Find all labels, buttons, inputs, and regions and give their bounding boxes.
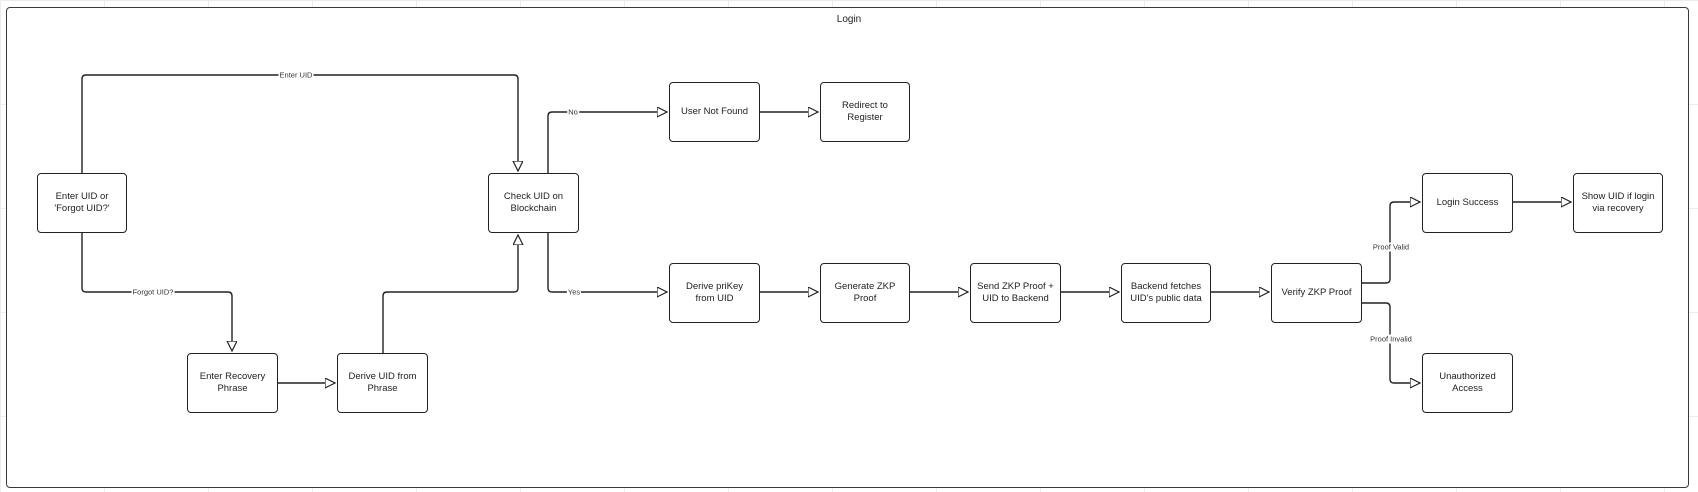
node-enter-uid[interactable]: Enter UID or 'Forgot UID?' — [37, 173, 127, 233]
node-derive-uid[interactable]: Derive UID from Phrase — [337, 353, 428, 413]
node-verify-zkp[interactable]: Verify ZKP Proof — [1271, 263, 1362, 323]
node-show-uid[interactable]: Show UID if login via recovery — [1573, 173, 1663, 233]
frame-title: Login — [836, 14, 862, 25]
edge-label-proof-invalid: Proof Invalid — [1369, 334, 1413, 344]
edge-label-forgot-uid: Forgot UID? — [131, 287, 175, 297]
node-unauthorized[interactable]: Unauthorized Access — [1422, 353, 1513, 413]
node-enter-recovery[interactable]: Enter Recovery Phrase — [187, 353, 278, 413]
node-derive-prikey[interactable]: Derive priKey from UID — [669, 263, 760, 323]
edge-label-proof-valid: Proof Valid — [1371, 242, 1411, 252]
node-redirect-register[interactable]: Redirect to Register — [820, 82, 910, 142]
node-check-uid[interactable]: Check UID on Blockchain — [488, 173, 579, 233]
edge-label-yes: Yes — [566, 287, 582, 297]
edge-enter-uid[interactable] — [81, 74, 518, 173]
edge-yes[interactable] — [547, 233, 667, 292]
node-send-zkp[interactable]: Send ZKP Proof + UID to Backend — [970, 263, 1061, 323]
node-login-success[interactable]: Login Success — [1422, 173, 1513, 233]
node-backend-fetch[interactable]: Backend fetches UID's public data — [1121, 263, 1211, 323]
edge-label-no: No — [567, 107, 579, 117]
node-generate-zkp[interactable]: Generate ZKP Proof — [820, 263, 910, 323]
node-user-not-found[interactable]: User Not Found — [669, 82, 760, 142]
edge-derive-to-check[interactable] — [382, 235, 518, 353]
edge-no[interactable] — [547, 112, 667, 173]
edge-label-enter-uid: Enter UID — [278, 70, 314, 80]
